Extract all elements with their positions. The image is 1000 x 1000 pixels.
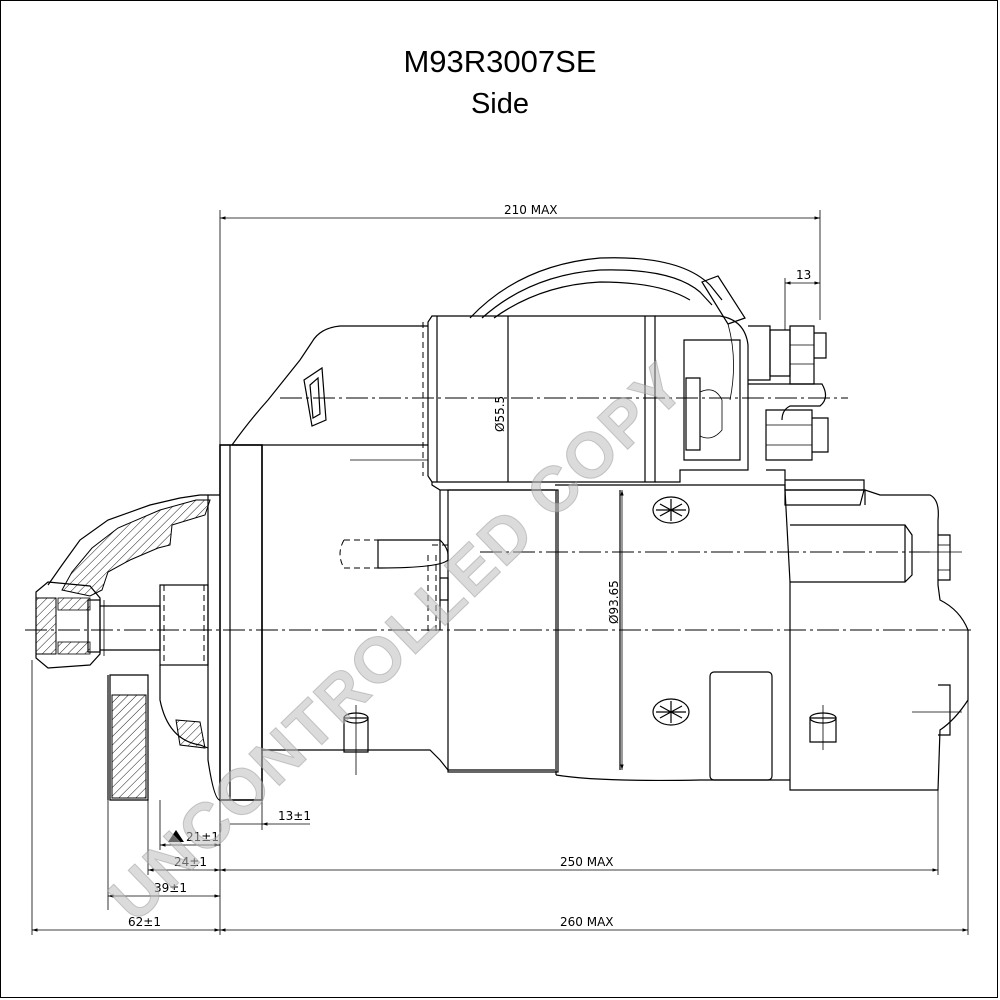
view-subtitle: Side bbox=[470, 88, 530, 120]
dim-24: 24±1 bbox=[174, 855, 207, 869]
nose-housing bbox=[231, 325, 428, 461]
dim-motor-diameter: Ø93.65 bbox=[607, 580, 621, 624]
dim-solenoid-diameter: Ø55.5 bbox=[493, 396, 507, 432]
dim-260-max: 260 MAX bbox=[560, 915, 614, 929]
dimension-lines bbox=[31, 210, 969, 935]
wire-loop bbox=[469, 257, 746, 401]
triangle-marker-icon bbox=[168, 830, 184, 842]
motor-housing bbox=[261, 445, 866, 782]
dim-13-terminal: 13 bbox=[796, 268, 811, 282]
dim-13-flange: 13±1 bbox=[278, 809, 311, 823]
dim-21: 21±1 bbox=[186, 830, 219, 844]
centerlines bbox=[25, 397, 975, 713]
dim-39: 39±1 bbox=[154, 881, 187, 895]
pinion bbox=[35, 581, 161, 669]
screw-heads bbox=[652, 496, 690, 726]
part-number-title: M93R3007SE bbox=[403, 44, 597, 79]
dim-250-max: 250 MAX bbox=[560, 855, 614, 869]
dim-210-max: 210 MAX bbox=[504, 203, 558, 217]
bracket-lugs bbox=[343, 705, 837, 775]
commutator-end-cap bbox=[784, 489, 969, 791]
watermark: UNCONTROLLED COPY bbox=[95, 348, 699, 935]
dim-62: 62±1 bbox=[128, 915, 161, 929]
terminal-stud bbox=[748, 325, 865, 506]
